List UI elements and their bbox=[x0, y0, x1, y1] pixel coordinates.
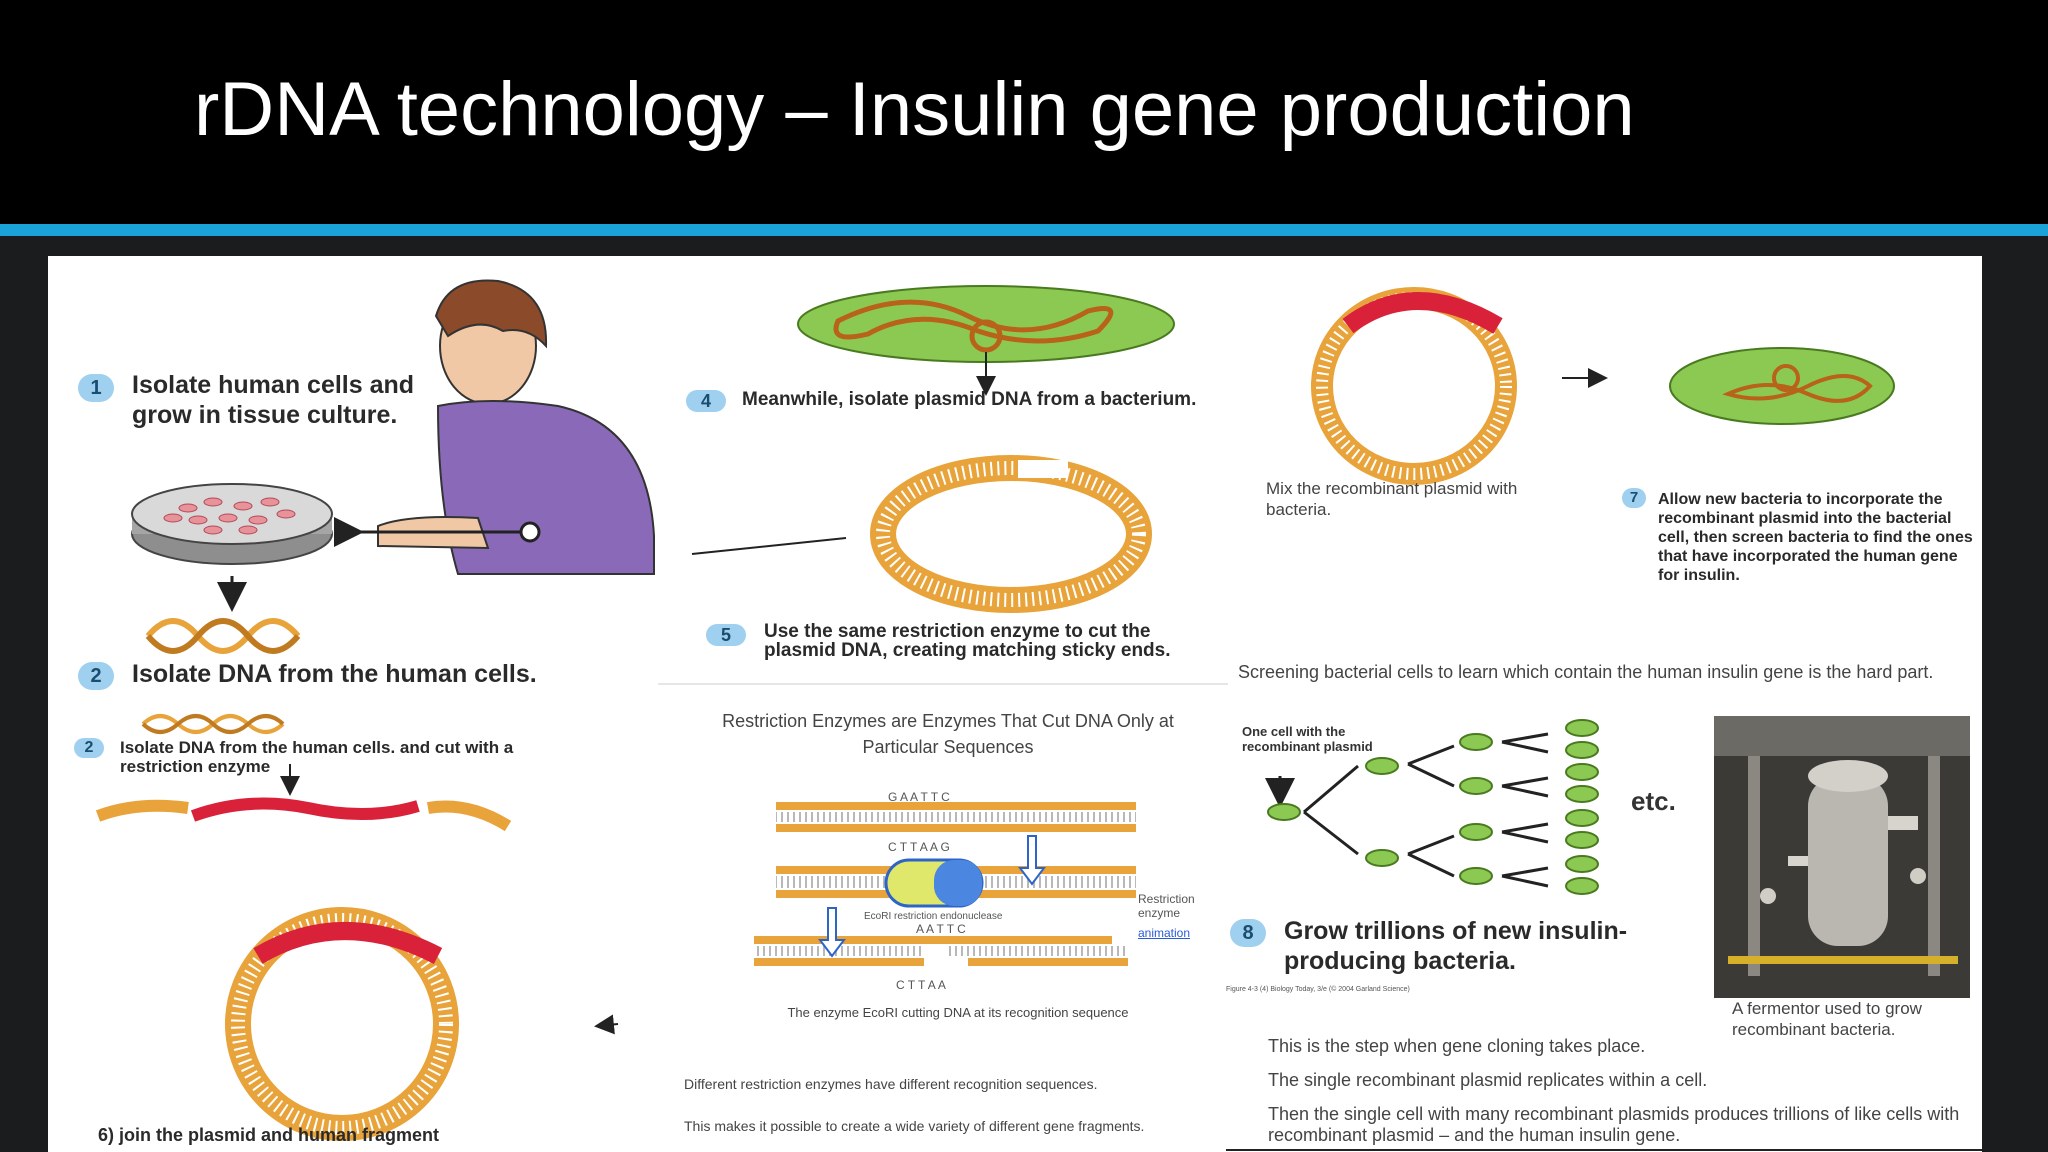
diagram-graphics bbox=[95, 279, 1982, 1151]
sequence-bottom: C T T A A G bbox=[888, 840, 950, 854]
diagram-panel: 1 Isolate human cells and grow in tissue… bbox=[48, 256, 1982, 1152]
fermentor-caption: A fermentor used to grow recombinant bac… bbox=[1732, 999, 1922, 1039]
slide-title: rDNA technology – Insulin gene productio… bbox=[194, 67, 1635, 152]
step-8-number: 8 bbox=[1230, 919, 1266, 947]
ecori-label: EcoRI restriction endonuclease bbox=[864, 911, 1003, 922]
recombinant-plasmid-right bbox=[1311, 287, 1517, 485]
trillions-caption: Then the single cell with many recombina… bbox=[1268, 1104, 1960, 1145]
step-2-text: Isolate DNA from the human cells. bbox=[132, 660, 537, 688]
ecori-caption: The enzyme EcoRI cutting DNA at its reco… bbox=[787, 1005, 1129, 1020]
step-7-number: 7 bbox=[1622, 488, 1646, 508]
step-8-text: Grow trillions of new insulin-producing … bbox=[1284, 917, 1628, 975]
screening-caption: Screening bacterial cells to learn which… bbox=[1238, 662, 1934, 682]
cloning-caption: This is the step when gene cloning takes… bbox=[1268, 1036, 1646, 1056]
step-1-number: 1 bbox=[78, 374, 114, 402]
sequence-top: G A A T T C bbox=[888, 790, 950, 804]
step-4-number: 4 bbox=[686, 390, 726, 412]
step-2b-number: 2 bbox=[74, 738, 104, 758]
variety-caption: This makes it possible to create a wide … bbox=[684, 1118, 1145, 1134]
step-6-text: 6) join the plasmid and human fragment bbox=[98, 1125, 440, 1145]
step-5-text: Use the same restriction enzyme to cut t… bbox=[764, 621, 1171, 661]
replicates-caption: The single recombinant plasmid replicate… bbox=[1268, 1070, 1708, 1090]
cell-division-tree bbox=[1265, 732, 1549, 888]
recombinant-plasmid-left bbox=[225, 907, 459, 1141]
sequence-cut-bottom: C T T A A bbox=[896, 978, 946, 992]
restriction-title: Restriction Enzymes are Enzymes That Cut… bbox=[722, 711, 1174, 757]
accent-bar bbox=[0, 224, 2048, 236]
cut-plasmid-icon bbox=[870, 455, 1152, 613]
one-cell-label: One cell with the recombinant plasmid bbox=[1242, 724, 1373, 754]
restriction-enzyme-label: Restriction enzyme bbox=[1138, 892, 1195, 920]
step-1-text: Isolate human cells and grow in tissue c… bbox=[132, 371, 415, 429]
step-4-text: Meanwhile, isolate plasmid DNA from a ba… bbox=[742, 389, 1197, 410]
cut-dna-fragment bbox=[95, 797, 512, 832]
transformed-bacterium-icon bbox=[1669, 347, 1895, 425]
bacterium-icon bbox=[797, 285, 1175, 363]
figure-credit: Figure 4-3 (4) Biology Today, 3/e (© 200… bbox=[1226, 986, 1410, 993]
step-7-text: Allow new bacteria to incorporate the re… bbox=[1658, 491, 1973, 584]
dna-helix-small-icon bbox=[141, 714, 285, 734]
etc-label: etc. bbox=[1631, 786, 1676, 816]
fermentor-photo bbox=[1714, 716, 1970, 998]
mix-caption: Mix the recombinant plasmid with bacteri… bbox=[1266, 479, 1518, 519]
step-2-number: 2 bbox=[78, 662, 114, 690]
dna-helix-icon bbox=[145, 618, 301, 654]
bacterial-cells bbox=[1267, 719, 1599, 895]
different-enzymes-caption: Different restriction enzymes have diffe… bbox=[684, 1076, 1098, 1092]
step-5-number: 5 bbox=[706, 624, 746, 646]
step-2b-text: Isolate DNA from the human cells. and cu… bbox=[120, 738, 514, 776]
sequence-cut-top: A A T T C bbox=[916, 922, 966, 936]
restriction-enzyme-figure bbox=[754, 802, 1136, 966]
petri-dish-icon bbox=[131, 483, 333, 565]
slide-header: rDNA technology – Insulin gene productio… bbox=[0, 0, 2048, 224]
animation-link[interactable]: animation bbox=[1138, 926, 1191, 940]
